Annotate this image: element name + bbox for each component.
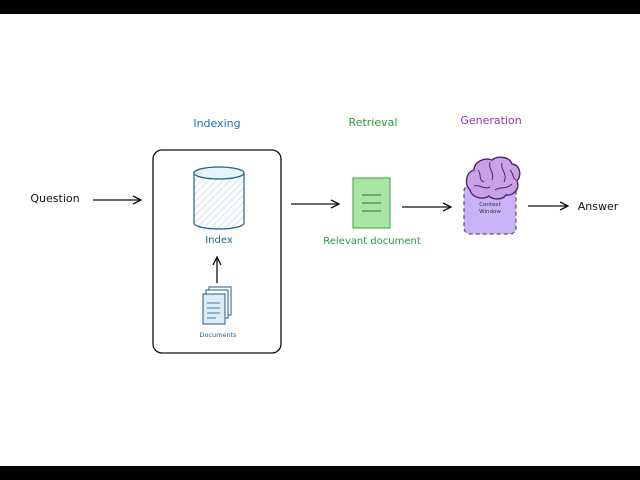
- question-label: Question: [30, 192, 79, 205]
- documents-label: Documents: [199, 331, 237, 339]
- section-title-indexing: Indexing: [193, 117, 240, 130]
- indexing-container: [152, 149, 282, 354]
- documents-icon: [202, 286, 232, 325]
- relevant-document-icon: [352, 177, 391, 229]
- database-icon: [193, 166, 245, 230]
- brain-icon: [465, 156, 521, 200]
- section-title-retrieval: Retrieval: [349, 116, 398, 129]
- section-title-generation: Generation: [460, 114, 521, 127]
- top-letterbox-bar: [0, 0, 640, 14]
- answer-label: Answer: [578, 200, 619, 213]
- relevant-document-label: Relevant document: [323, 236, 421, 247]
- context-window-label-line2: Window: [479, 209, 501, 215]
- index-label: Index: [205, 235, 233, 246]
- bottom-letterbox-bar: [0, 466, 640, 480]
- context-window-label-line1: Context: [479, 202, 501, 208]
